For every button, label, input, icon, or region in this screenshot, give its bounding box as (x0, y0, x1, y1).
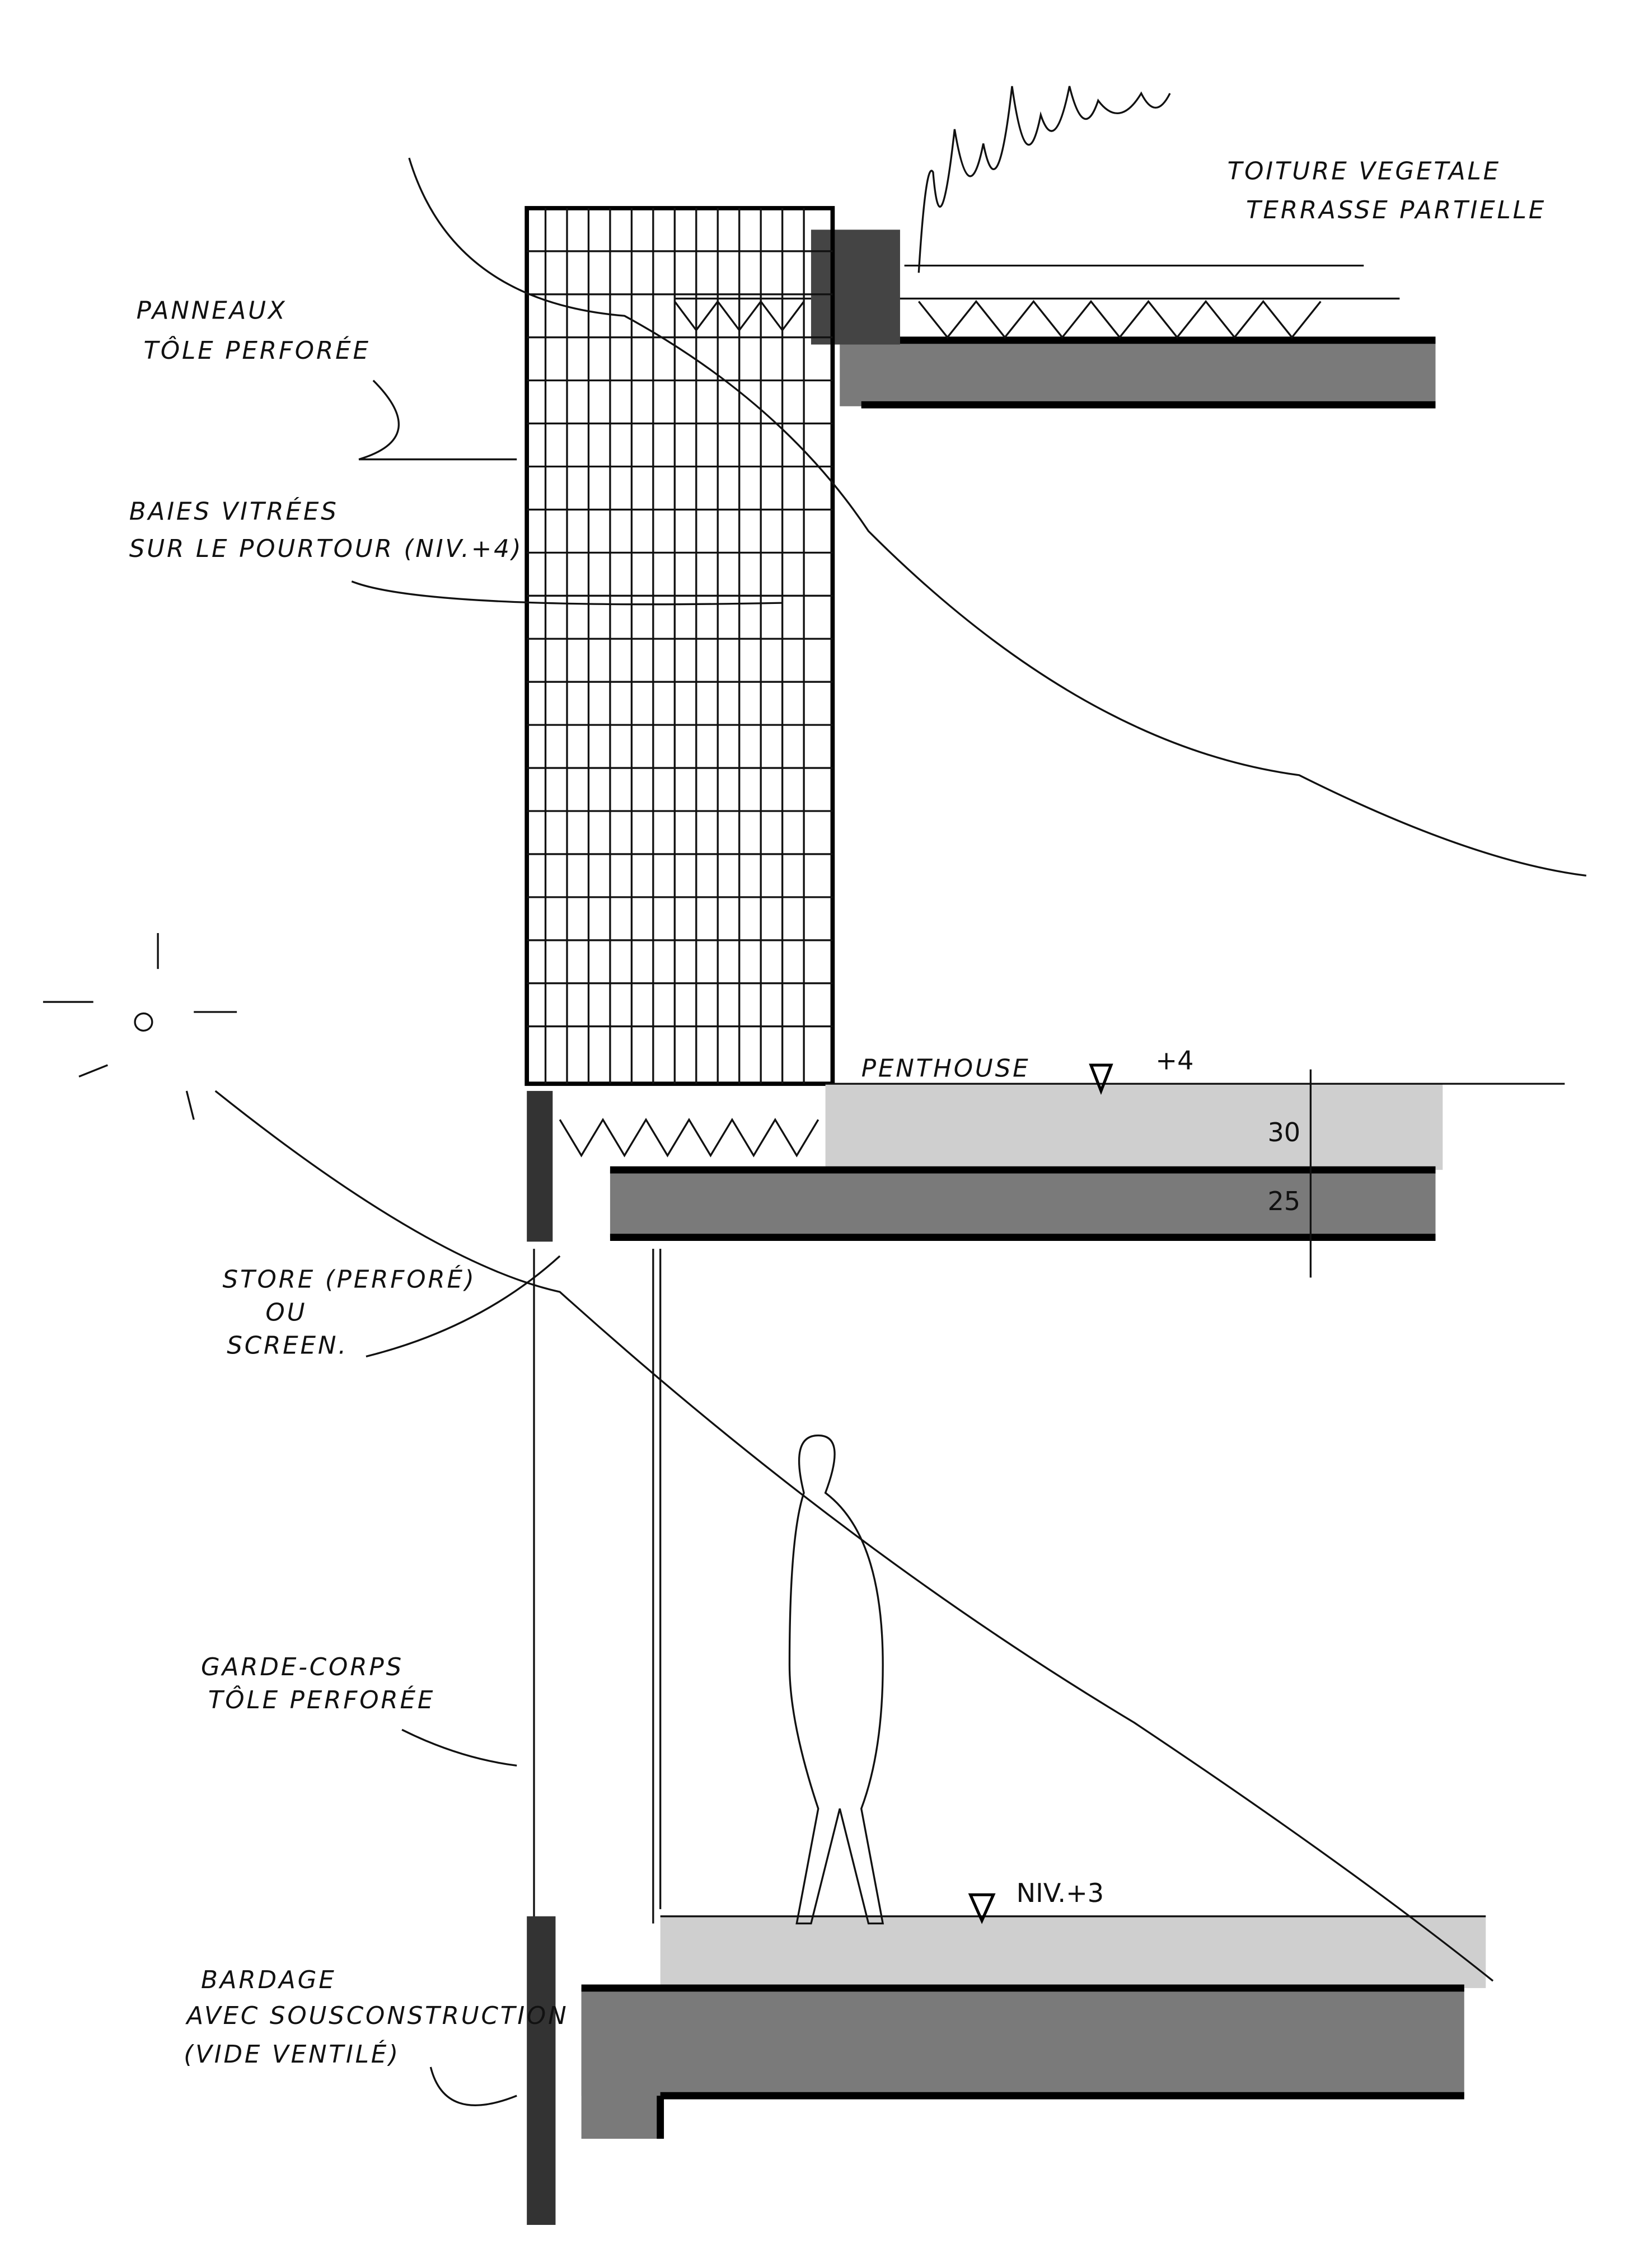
svg-text:SUR LE POURTOUR (NIV.+4): SUR LE POURTOUR (NIV.+4) (129, 535, 523, 563)
svg-text:TÔLE PERFORÉE: TÔLE PERFORÉE (143, 335, 370, 365)
perforated-panel (525, 206, 835, 1086)
penthouse-floor (527, 1063, 1565, 1278)
dimension-30: 30 (1267, 1117, 1300, 1147)
svg-text:TÔLE PERFORÉE: TÔLE PERFORÉE (208, 1685, 435, 1714)
svg-text:(VIDE VENTILÉ): (VIDE VENTILÉ) (184, 2039, 400, 2069)
glazing-label: BAIES VITRÉES SUR LE POURTOUR (NIV.+4) (129, 496, 523, 563)
svg-text:AVEC SOUSCONSTRUCTION: AVEC SOUSCONSTRUCTION (185, 2002, 568, 2030)
svg-text:SCREEN.: SCREEN. (227, 1332, 348, 1360)
roof-label: TOITURE VEGETALE TERRASSE PARTIELLE (1228, 158, 1546, 224)
svg-text:PANNEAUX: PANNEAUX (137, 297, 287, 325)
svg-text:TOITURE VEGETALE: TOITURE VEGETALE (1228, 158, 1501, 186)
svg-text:GARDE-CORPS: GARDE-CORPS (201, 1653, 404, 1681)
guardrail-label: GARDE-CORPS TÔLE PERFORÉE (201, 1653, 435, 1714)
svg-text:STORE (PERFORÉ): STORE (PERFORÉ) (222, 1264, 476, 1294)
panels-label: PANNEAUX TÔLE PERFORÉE (137, 297, 370, 365)
green-roof (673, 86, 1436, 409)
dimension-25: 25 (1267, 1186, 1300, 1216)
svg-text:TERRASSE PARTIELLE: TERRASSE PARTIELLE (1246, 196, 1546, 224)
svg-text:OU: OU (265, 1299, 307, 1327)
store-label: STORE (PERFORÉ) OU SCREEN. (222, 1264, 476, 1360)
level-3-floor (527, 1893, 1486, 2225)
level-3-marker: NIV.+3 (1017, 1878, 1104, 1908)
penthouse-label: PENTHOUSE (861, 1055, 1031, 1083)
cladding-label: BARDAGE AVEC SOUSCONSTRUCTION (VIDE VENT… (184, 1966, 568, 2069)
svg-text:BAIES VITRÉES: BAIES VITRÉES (129, 496, 339, 526)
level-4-marker: +4 (1155, 1046, 1193, 1076)
svg-text:BARDAGE: BARDAGE (201, 1966, 336, 1994)
sun-icon (43, 932, 237, 1120)
person-figure (788, 1434, 884, 1925)
